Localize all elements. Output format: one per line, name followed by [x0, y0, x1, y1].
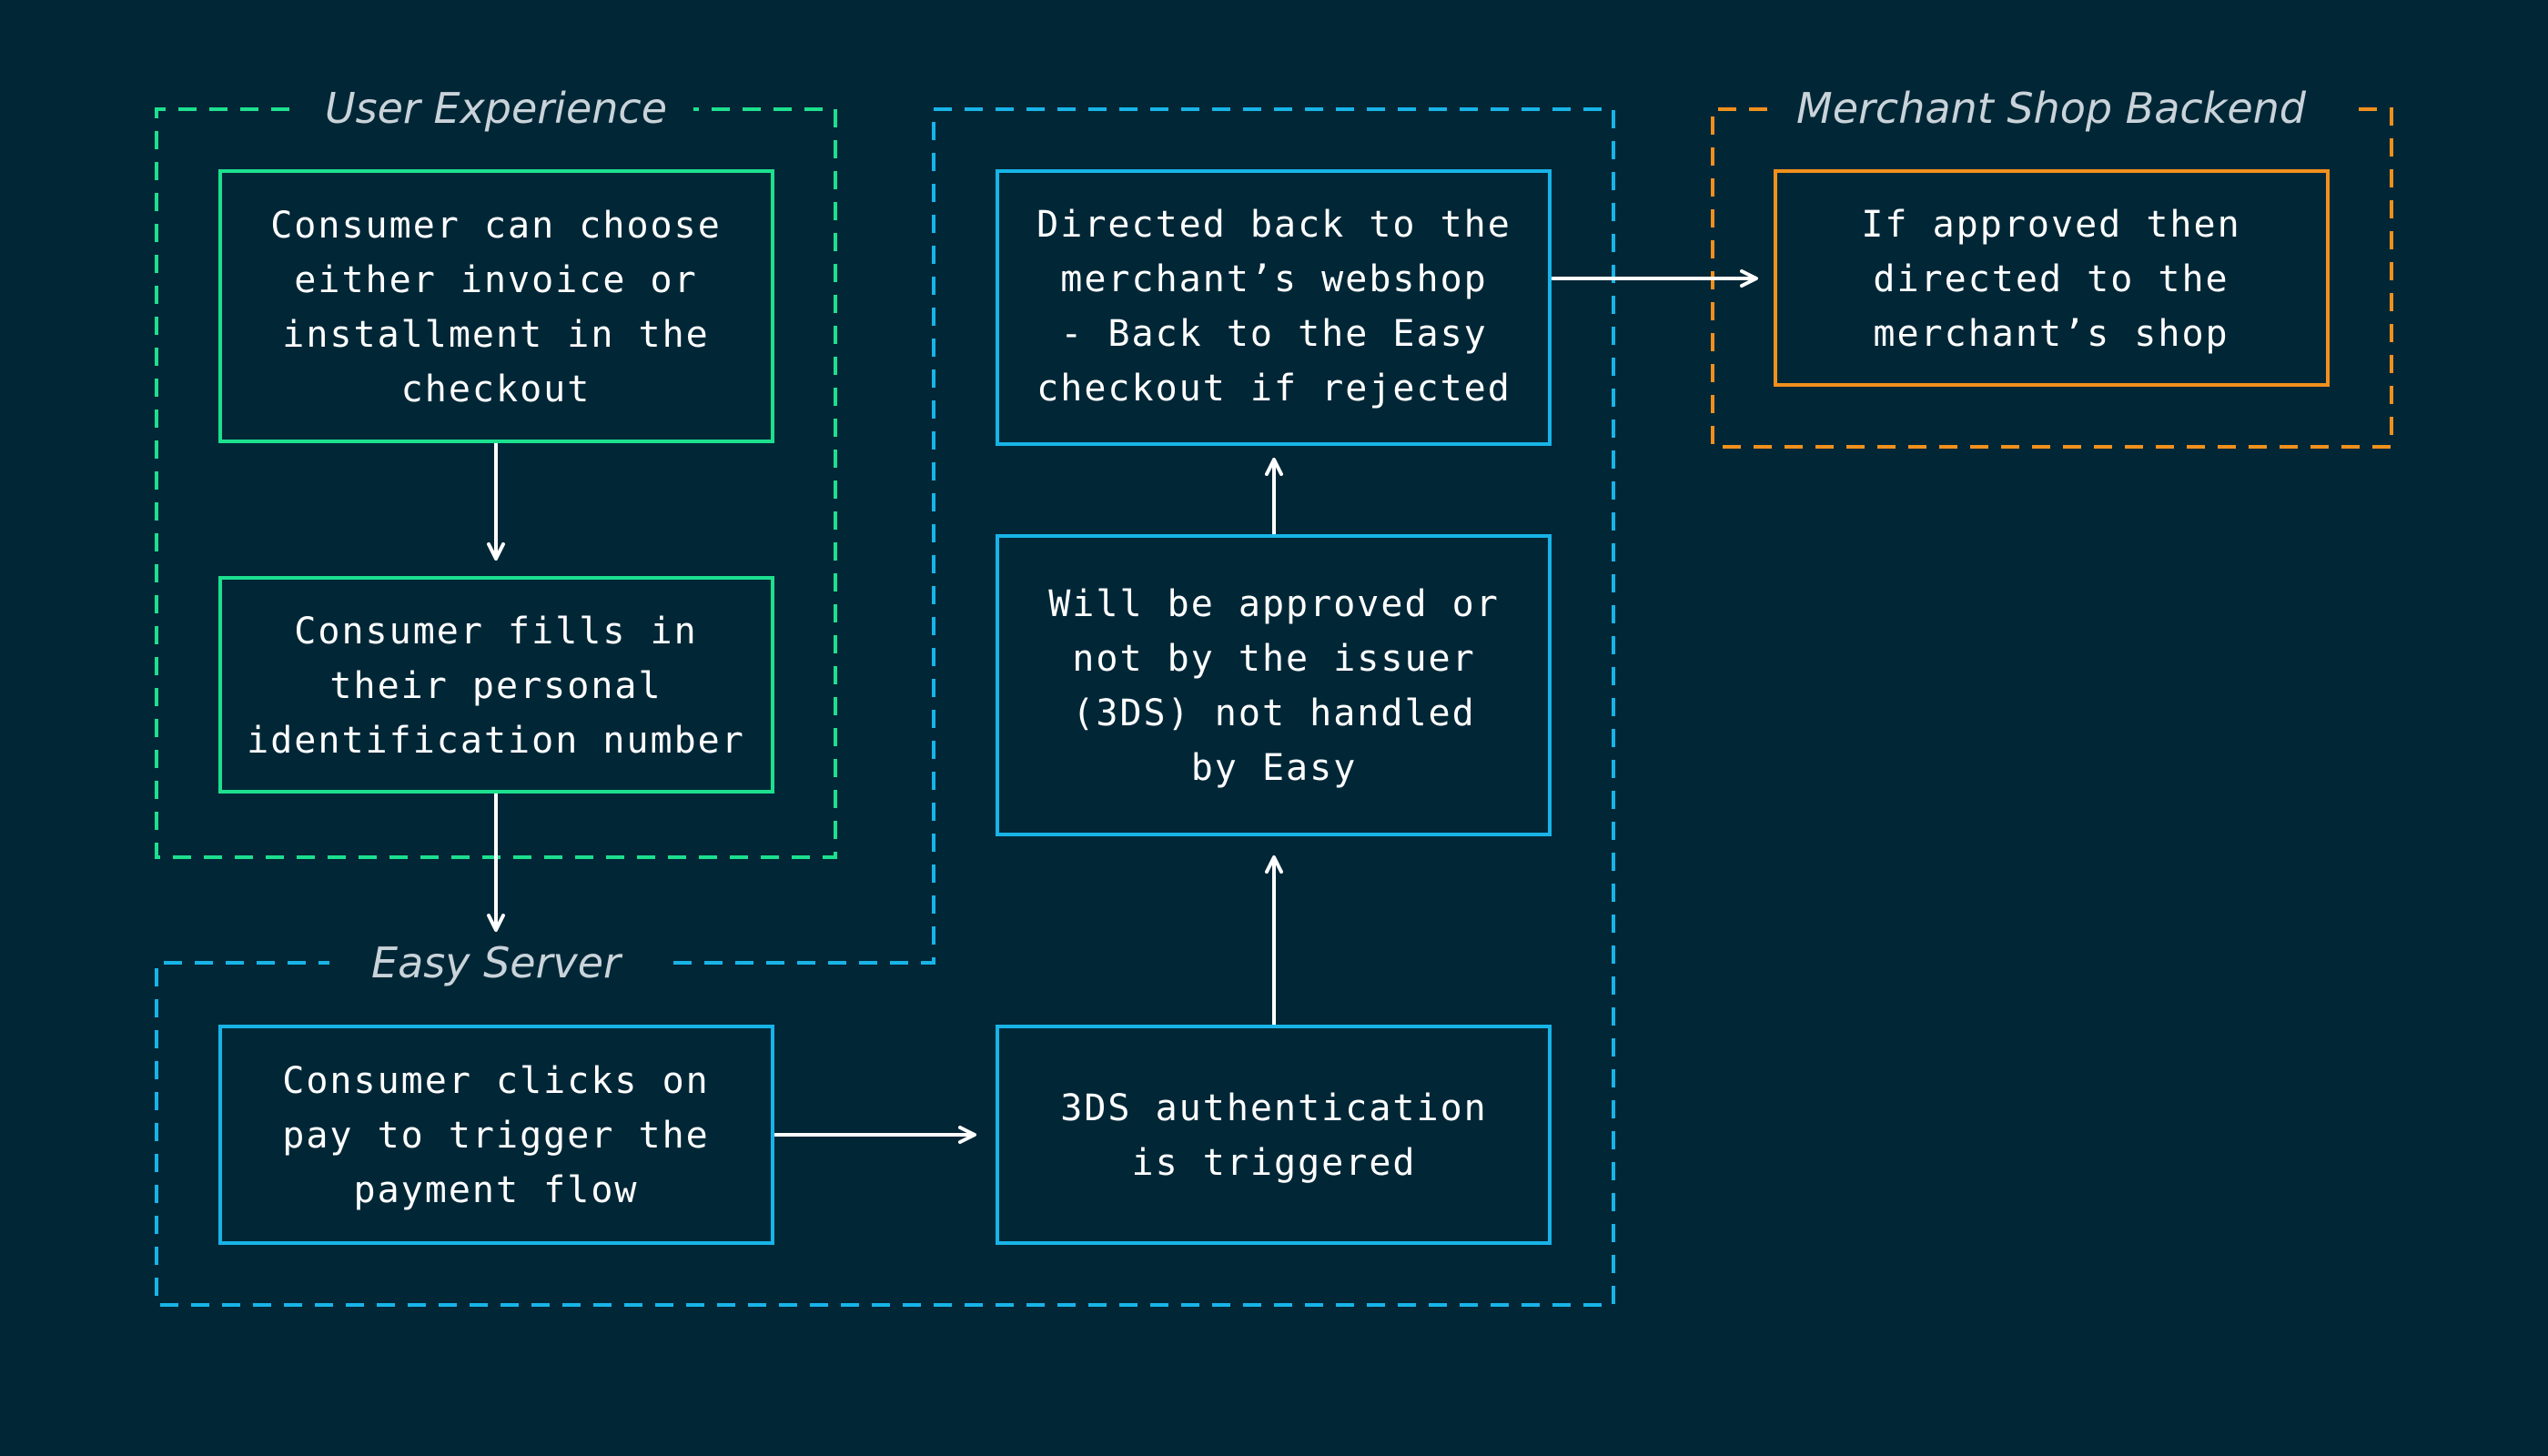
node-text-line: identification number — [247, 720, 745, 762]
node-issuer-approval: Will be approved or not by the issuer (3DS… — [996, 534, 1552, 836]
node-text-line: not by the issuer — [1072, 638, 1475, 680]
node-text-line: pay to trigger the — [282, 1115, 709, 1157]
node-redirect-back-text: Directed back to the merchant’s webshop - … — [1036, 204, 1512, 410]
arrows — [487, 269, 1758, 1144]
node-text-line: Will be approved or — [1048, 583, 1500, 625]
group-easy-server: Easy Server — [155, 107, 1615, 1307]
node-issuer-approval-text: Will be approved or not by the issuer (3DS… — [1048, 583, 1500, 789]
node-text-line: either invoice or — [294, 259, 697, 301]
node-click-pay-text: Consumer clicks on pay to trigger the paym… — [282, 1060, 709, 1211]
node-text-line: merchant’s shop — [1873, 313, 2229, 355]
node-text-line: checkout if rejected — [1036, 368, 1512, 410]
node-text-line: by Easy — [1191, 747, 1358, 789]
node-text-line: - Back to the Easy — [1060, 313, 1487, 355]
node-text-line: 3DS authentication — [1060, 1087, 1487, 1129]
node-text-line: directed to the — [1873, 258, 2229, 300]
node-merchant-shop: If approved then directed to the merchant’… — [1774, 169, 2330, 387]
group-merchant-shop-backend: Merchant Shop Backend — [1711, 84, 2393, 449]
node-text-line: Directed back to the — [1036, 204, 1512, 246]
node-fill-pin: Consumer fills in their personal identific… — [218, 576, 774, 794]
node-text-line: Consumer can choose — [270, 205, 722, 247]
node-text-line: Consumer clicks on — [282, 1060, 709, 1102]
node-redirect-back: Directed back to the merchant’s webshop - … — [996, 169, 1552, 446]
node-3ds-authentication: 3DS authentication is triggered — [996, 1025, 1552, 1245]
group-label-easy-server: Easy Server — [371, 938, 623, 987]
node-choose-payment-text: Consumer can choose either invoice or inst… — [270, 205, 722, 410]
node-text-line: is triggered — [1132, 1142, 1417, 1184]
node-merchant-shop-text: If approved then directed to the merchant’… — [1861, 204, 2240, 355]
node-text-line: If approved then — [1861, 204, 2240, 246]
group-label-user-experience: User Experience — [325, 84, 667, 133]
node-text-line: their personal — [329, 665, 662, 707]
node-text-line: payment flow — [354, 1169, 639, 1211]
node-text-line: installment in the — [282, 314, 709, 356]
node-3ds-authentication-text: 3DS authentication is triggered — [1060, 1087, 1487, 1184]
node-text-line: (3DS) not handled — [1072, 693, 1475, 734]
node-choose-payment: Consumer can choose either invoice or inst… — [218, 169, 774, 443]
node-text-line: merchant’s webshop — [1060, 258, 1487, 300]
node-click-pay: Consumer clicks on pay to trigger the paym… — [218, 1025, 774, 1245]
node-fill-pin-text: Consumer fills in their personal identific… — [247, 611, 745, 762]
node-text-line: Consumer fills in — [294, 611, 697, 652]
node-text-line: checkout — [401, 369, 592, 410]
group-label-merchant-shop-backend: Merchant Shop Backend — [1796, 84, 2307, 133]
